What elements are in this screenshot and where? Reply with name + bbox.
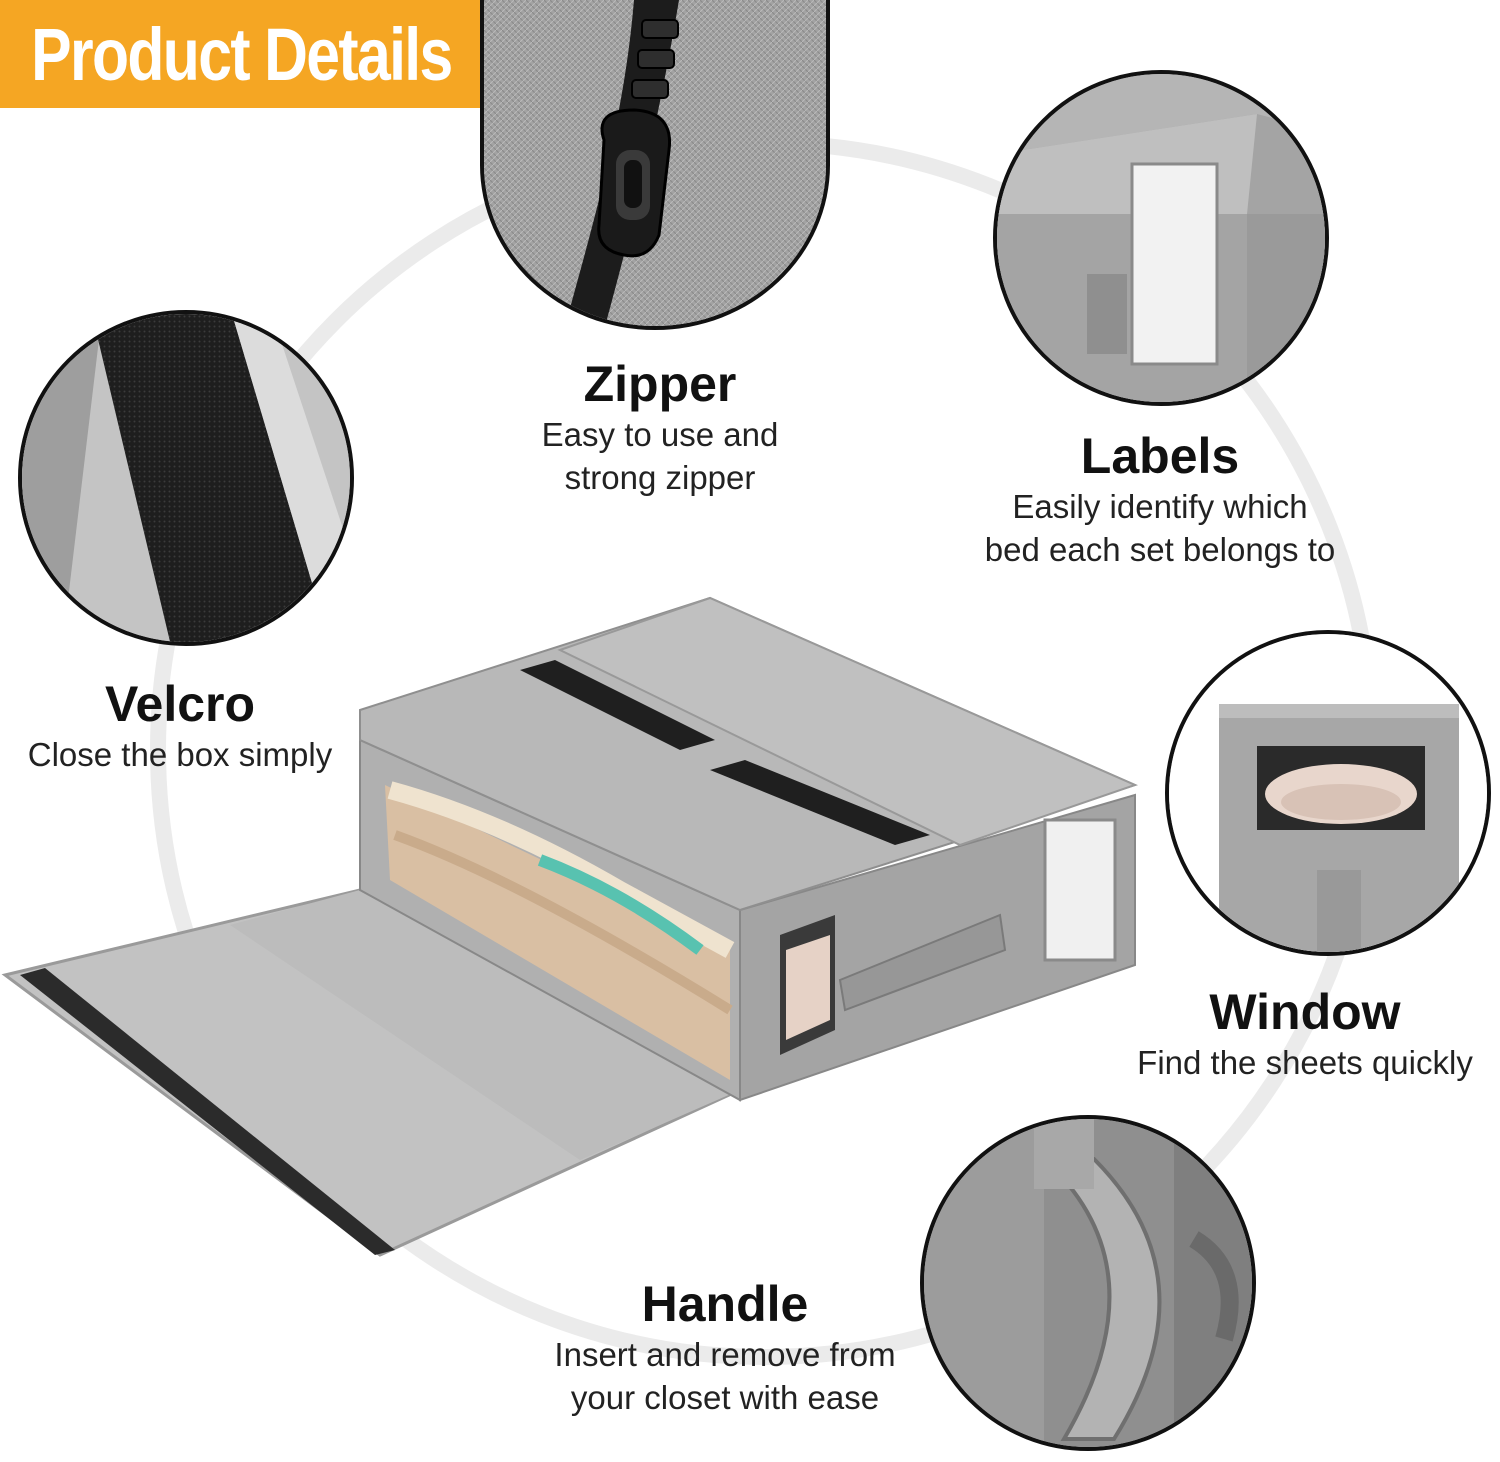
product-details-banner: Product Details [0, 0, 482, 108]
feature-title: Zipper [583, 356, 737, 412]
feature-desc-line: Insert and remove from [554, 1336, 896, 1373]
feature-desc-line: Close the box simply [27, 736, 333, 773]
zipper-closeup-graphic [484, 0, 826, 326]
feature-desc-line: Easy to use and [541, 416, 779, 453]
storage-box-illustration [0, 590, 1160, 1270]
feature-window: Window Find the sheets quickly [1110, 983, 1500, 1084]
feature-title: Labels [1080, 428, 1240, 484]
velcro-strip-closeup-icon [18, 310, 354, 646]
banner-title: Product Details [30, 12, 453, 96]
feature-desc-line: Find the sheets quickly [1137, 1044, 1473, 1081]
feature-title: Handle [641, 1276, 809, 1332]
storage-box-graphic [1, 596, 1138, 1257]
clear-window-closeup-icon [1165, 630, 1491, 956]
zipper-closeup-icon [480, 0, 830, 330]
feature-labels: Labels Easily identify which bed each se… [940, 427, 1380, 571]
feature-zipper: Zipper Easy to use and strong zipper [480, 355, 840, 499]
feature-desc-line: strong zipper [564, 459, 756, 496]
feature-desc-line: bed each set belongs to [984, 531, 1336, 568]
feature-desc-line: Easily identify which [1012, 488, 1308, 525]
feature-velcro: Velcro Close the box simply [0, 675, 360, 776]
labels-closeup-graphic [997, 74, 1325, 402]
velcro-closeup-graphic [22, 314, 350, 642]
feature-handle: Handle Insert and remove from your close… [520, 1275, 930, 1419]
label-window-closeup-icon [993, 70, 1329, 406]
fabric-handle-closeup-icon [920, 1115, 1256, 1451]
feature-desc-line: your closet with ease [570, 1379, 880, 1416]
feature-title: Velcro [104, 676, 256, 732]
window-closeup-graphic [1169, 634, 1487, 952]
feature-title: Window [1209, 984, 1401, 1040]
